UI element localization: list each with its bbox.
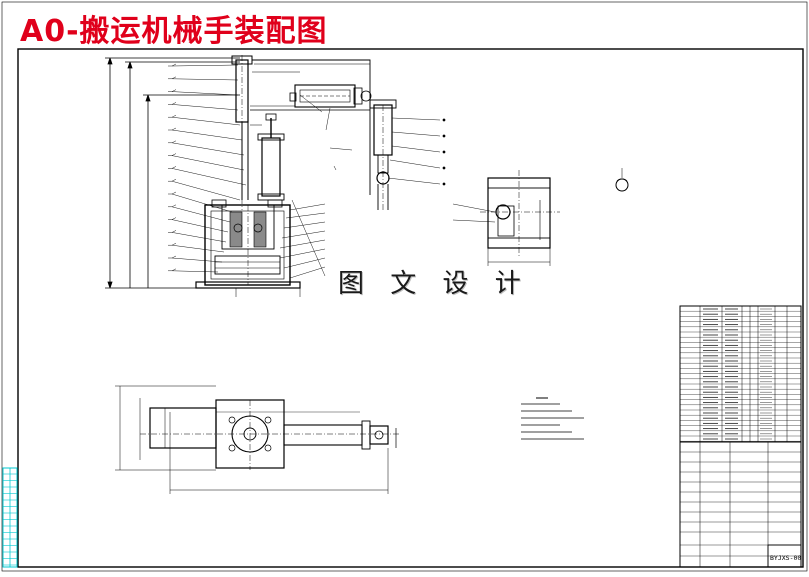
leader-tick <box>171 204 177 208</box>
hatched-section-left <box>229 211 243 248</box>
top-view-arm <box>283 424 363 446</box>
leader-tick <box>171 140 177 144</box>
leader-line <box>171 168 247 186</box>
leader-line <box>325 107 331 131</box>
leader-line <box>171 142 245 156</box>
leader-line <box>171 206 231 223</box>
leader-tick <box>171 191 177 195</box>
front-view <box>105 55 397 297</box>
leader-line <box>171 155 245 171</box>
leader-line <box>279 239 326 249</box>
base-plate <box>195 281 301 289</box>
leader-tick <box>171 166 177 169</box>
leader-line <box>391 145 441 153</box>
top-view <box>115 385 400 494</box>
margin-binding-strip <box>2 467 18 568</box>
leader-terminator <box>442 134 446 138</box>
hatched-section-right <box>253 211 267 248</box>
leader-tick <box>171 102 177 105</box>
leader-line <box>171 91 239 96</box>
parts-list-table <box>679 305 802 443</box>
leader-line <box>285 212 326 219</box>
leader-line <box>171 116 241 126</box>
leader-tick <box>171 63 177 67</box>
leader-line <box>391 131 441 137</box>
leader-line <box>281 230 326 239</box>
part-leader-lines <box>168 63 446 279</box>
side-view <box>452 170 560 266</box>
side-gripper-jaw <box>495 204 511 220</box>
leader-line <box>279 248 326 259</box>
leader-tick <box>171 114 177 118</box>
leader-tick <box>171 242 177 246</box>
leader-line <box>283 257 326 269</box>
leader-line <box>291 199 326 277</box>
leader-terminator <box>442 118 446 122</box>
leader-line <box>329 147 353 151</box>
leader-line <box>171 270 219 273</box>
leader-line <box>171 232 227 243</box>
leader-tick <box>171 255 177 259</box>
leader-line <box>387 177 441 185</box>
title-block-frame <box>679 441 802 568</box>
horizontal-arm-outline <box>252 59 371 195</box>
drawing-code: BYJXS-00 <box>770 554 801 562</box>
leader-line <box>171 193 233 213</box>
leader-line <box>171 180 241 201</box>
leader-tick <box>171 153 177 156</box>
leader-line <box>171 78 239 81</box>
drawing-code-cell <box>767 544 802 568</box>
sheet-border <box>17 48 804 568</box>
top-view-gripper <box>369 425 389 445</box>
leader-line <box>391 117 441 121</box>
leader-tick <box>171 217 177 220</box>
leader-terminator <box>442 166 446 170</box>
leader-line <box>289 266 326 279</box>
parts-list-frame <box>679 305 802 443</box>
leader-tick <box>171 230 177 233</box>
technical-requirements-notes <box>521 397 584 440</box>
watermark-text: 图 文 设 计 <box>338 269 530 299</box>
title-block: BYJXS-00 <box>679 441 802 568</box>
base-housing <box>204 204 291 286</box>
leader-line <box>333 165 337 171</box>
leader-tick <box>171 178 177 182</box>
leader-line <box>171 64 239 67</box>
leader-tick <box>171 76 177 80</box>
leader-line <box>171 219 229 233</box>
top-view-base <box>149 407 217 449</box>
leader-tick <box>171 89 177 92</box>
leader-tick <box>171 127 177 131</box>
leader-terminator <box>442 182 446 186</box>
leader-line <box>389 159 441 169</box>
leader-line <box>171 104 239 111</box>
leader-line <box>299 94 323 113</box>
arm-guide-housing <box>294 84 356 108</box>
leader-line <box>171 129 243 141</box>
rotation-symbol <box>615 168 629 192</box>
leader-tick <box>171 268 177 272</box>
leader-line <box>171 257 223 263</box>
lift-cylinder <box>261 137 281 197</box>
leader-line <box>283 221 326 229</box>
drawing-title: A0-搬运机械手装配图 <box>20 14 328 49</box>
leader-terminator <box>442 150 446 154</box>
leader-line <box>171 244 225 253</box>
